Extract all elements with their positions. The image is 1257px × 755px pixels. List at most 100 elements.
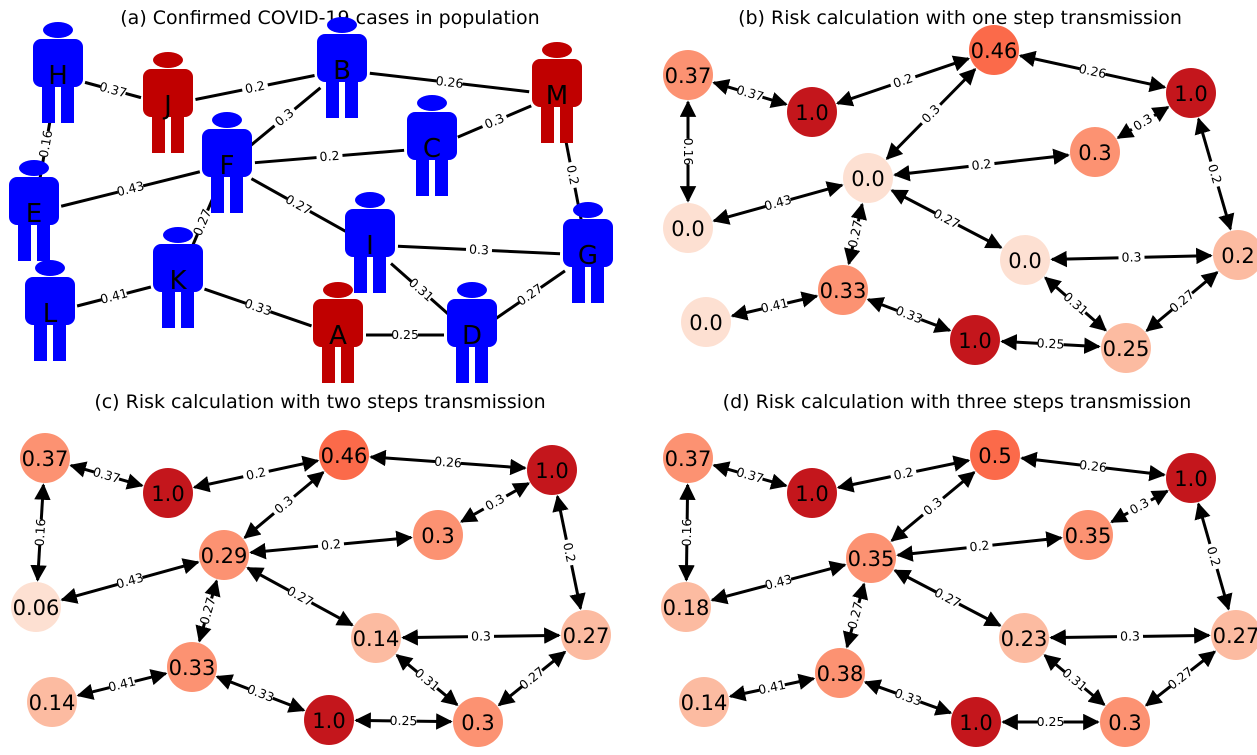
person-label-F: F xyxy=(220,151,235,181)
svg-text:0.35: 0.35 xyxy=(1065,524,1112,548)
person-C-icon xyxy=(407,95,457,196)
risk-node-C: 0.3 xyxy=(1070,127,1120,177)
edge-weight-label: 0.26 xyxy=(1077,59,1108,81)
svg-text:0.0: 0.0 xyxy=(689,311,722,335)
svg-text:0.16: 0.16 xyxy=(681,138,696,166)
svg-text:0.14: 0.14 xyxy=(353,627,400,651)
edge-weight-label: 0.37 xyxy=(735,463,766,486)
svg-text:0.27: 0.27 xyxy=(845,219,866,249)
edge-weight-label: 0.37 xyxy=(91,463,122,486)
edge-weight-label: 0.27 xyxy=(283,190,315,218)
svg-text:0.38: 0.38 xyxy=(817,662,864,686)
edge-weight-label: 0.43 xyxy=(115,177,146,199)
svg-text:0.33: 0.33 xyxy=(894,303,925,327)
svg-text:0.5: 0.5 xyxy=(978,444,1011,468)
edge-weight-label: 0.16 xyxy=(681,138,697,166)
edge-weight-label: 0.27 xyxy=(932,584,964,611)
svg-text:0.37: 0.37 xyxy=(22,447,69,471)
person-label-C: C xyxy=(423,134,441,164)
svg-text:0.2: 0.2 xyxy=(245,464,268,483)
person-L-icon xyxy=(25,260,75,361)
svg-text:0.41: 0.41 xyxy=(759,295,790,316)
svg-text:0.43: 0.43 xyxy=(115,178,146,199)
svg-text:0.27: 0.27 xyxy=(196,595,218,626)
risk-node-F: 0.35 xyxy=(846,533,896,583)
svg-text:0.2: 0.2 xyxy=(564,164,583,186)
person-G-icon xyxy=(563,202,613,303)
person-H-icon xyxy=(33,22,83,123)
edge-weight-label: 0.2 xyxy=(241,462,271,484)
edge-weight-label: 0.2 xyxy=(887,68,918,92)
svg-text:0.37: 0.37 xyxy=(665,64,712,88)
person-label-I: I xyxy=(366,231,374,261)
svg-text:0.46: 0.46 xyxy=(321,444,368,468)
person-M-icon xyxy=(532,42,582,143)
svg-text:0.37: 0.37 xyxy=(735,464,766,486)
edge-weight-label: 0.41 xyxy=(757,675,787,697)
edge-weight-label: 0.43 xyxy=(763,570,794,593)
risk-node-B: 0.46 xyxy=(969,25,1019,75)
person-label-B: B xyxy=(333,56,351,86)
edge-weight-label: 0.2 xyxy=(965,536,994,555)
edge-weight-label: 0.3 xyxy=(1118,248,1145,265)
svg-text:0.27: 0.27 xyxy=(1213,624,1257,648)
svg-text:0.06: 0.06 xyxy=(13,596,60,620)
edge-weight-label: 0.41 xyxy=(759,294,790,316)
edge-weight-label: 0.2 xyxy=(559,537,581,567)
edge-weight-label: 0.26 xyxy=(435,72,464,91)
person-label-L: L xyxy=(43,299,58,329)
person-label-J: J xyxy=(162,91,172,121)
panel-c-title: (c) Risk calculation with two steps tran… xyxy=(94,391,545,413)
svg-text:0.26: 0.26 xyxy=(1078,457,1107,475)
svg-text:1.0: 1.0 xyxy=(795,101,828,125)
edge-weight-label: 0.25 xyxy=(1037,713,1064,729)
svg-text:0.3: 0.3 xyxy=(1108,711,1141,735)
edge-weight-label: 0.33 xyxy=(894,301,925,327)
svg-text:1.0: 1.0 xyxy=(795,482,828,506)
risk-node-F: 0.0 xyxy=(843,153,893,203)
svg-text:0.16: 0.16 xyxy=(32,518,49,547)
svg-text:0.43: 0.43 xyxy=(762,192,793,214)
svg-text:0.27: 0.27 xyxy=(514,281,545,309)
svg-text:0.27: 0.27 xyxy=(563,624,610,648)
svg-text:0.14: 0.14 xyxy=(29,691,76,715)
svg-text:0.2: 0.2 xyxy=(1205,162,1225,185)
risk-node-H: 0.37 xyxy=(663,433,713,483)
edge-weight-label: 0.27 xyxy=(843,219,866,249)
edge-weight-label: 0.27 xyxy=(195,595,219,626)
svg-text:1.0: 1.0 xyxy=(535,459,568,483)
person-label-H: H xyxy=(48,61,68,91)
edge-weight-label: 0.33 xyxy=(893,684,924,709)
risk-node-H: 0.37 xyxy=(663,50,713,100)
person-B-icon xyxy=(317,17,367,118)
svg-text:0.3: 0.3 xyxy=(1120,628,1140,643)
edge-weight-label: 0.2 xyxy=(1204,159,1227,189)
edge-weight-label: 0.26 xyxy=(434,452,462,470)
svg-text:0.0: 0.0 xyxy=(1008,249,1041,273)
svg-text:0.3: 0.3 xyxy=(421,524,454,548)
svg-text:0.2: 0.2 xyxy=(892,464,915,483)
edge-weight-label: 0.2 xyxy=(888,462,918,484)
svg-text:0.27: 0.27 xyxy=(283,191,315,218)
svg-text:1.0: 1.0 xyxy=(312,709,345,733)
svg-text:0.25: 0.25 xyxy=(1103,337,1150,361)
svg-text:0.2: 0.2 xyxy=(320,536,341,553)
risk-node-D: 0.3 xyxy=(1100,697,1150,747)
person-D-icon xyxy=(447,282,497,383)
svg-text:0.37: 0.37 xyxy=(665,447,712,471)
svg-text:0.26: 0.26 xyxy=(435,73,464,91)
edge-weight-label: 0.3 xyxy=(479,488,510,516)
person-J-icon xyxy=(143,52,193,153)
edge-weight-label: 0.16 xyxy=(30,518,49,547)
risk-node-L: 0.14 xyxy=(27,677,77,727)
svg-text:0.2: 0.2 xyxy=(1221,244,1254,268)
svg-text:0.3: 0.3 xyxy=(1078,141,1111,165)
risk-node-D: 0.25 xyxy=(1101,323,1151,373)
edge-weight-label: 0.2 xyxy=(563,160,584,190)
risk-node-L: 0.14 xyxy=(679,677,729,727)
edge-weight-label: 0.25 xyxy=(1036,334,1065,352)
svg-text:0.2: 0.2 xyxy=(319,148,340,165)
